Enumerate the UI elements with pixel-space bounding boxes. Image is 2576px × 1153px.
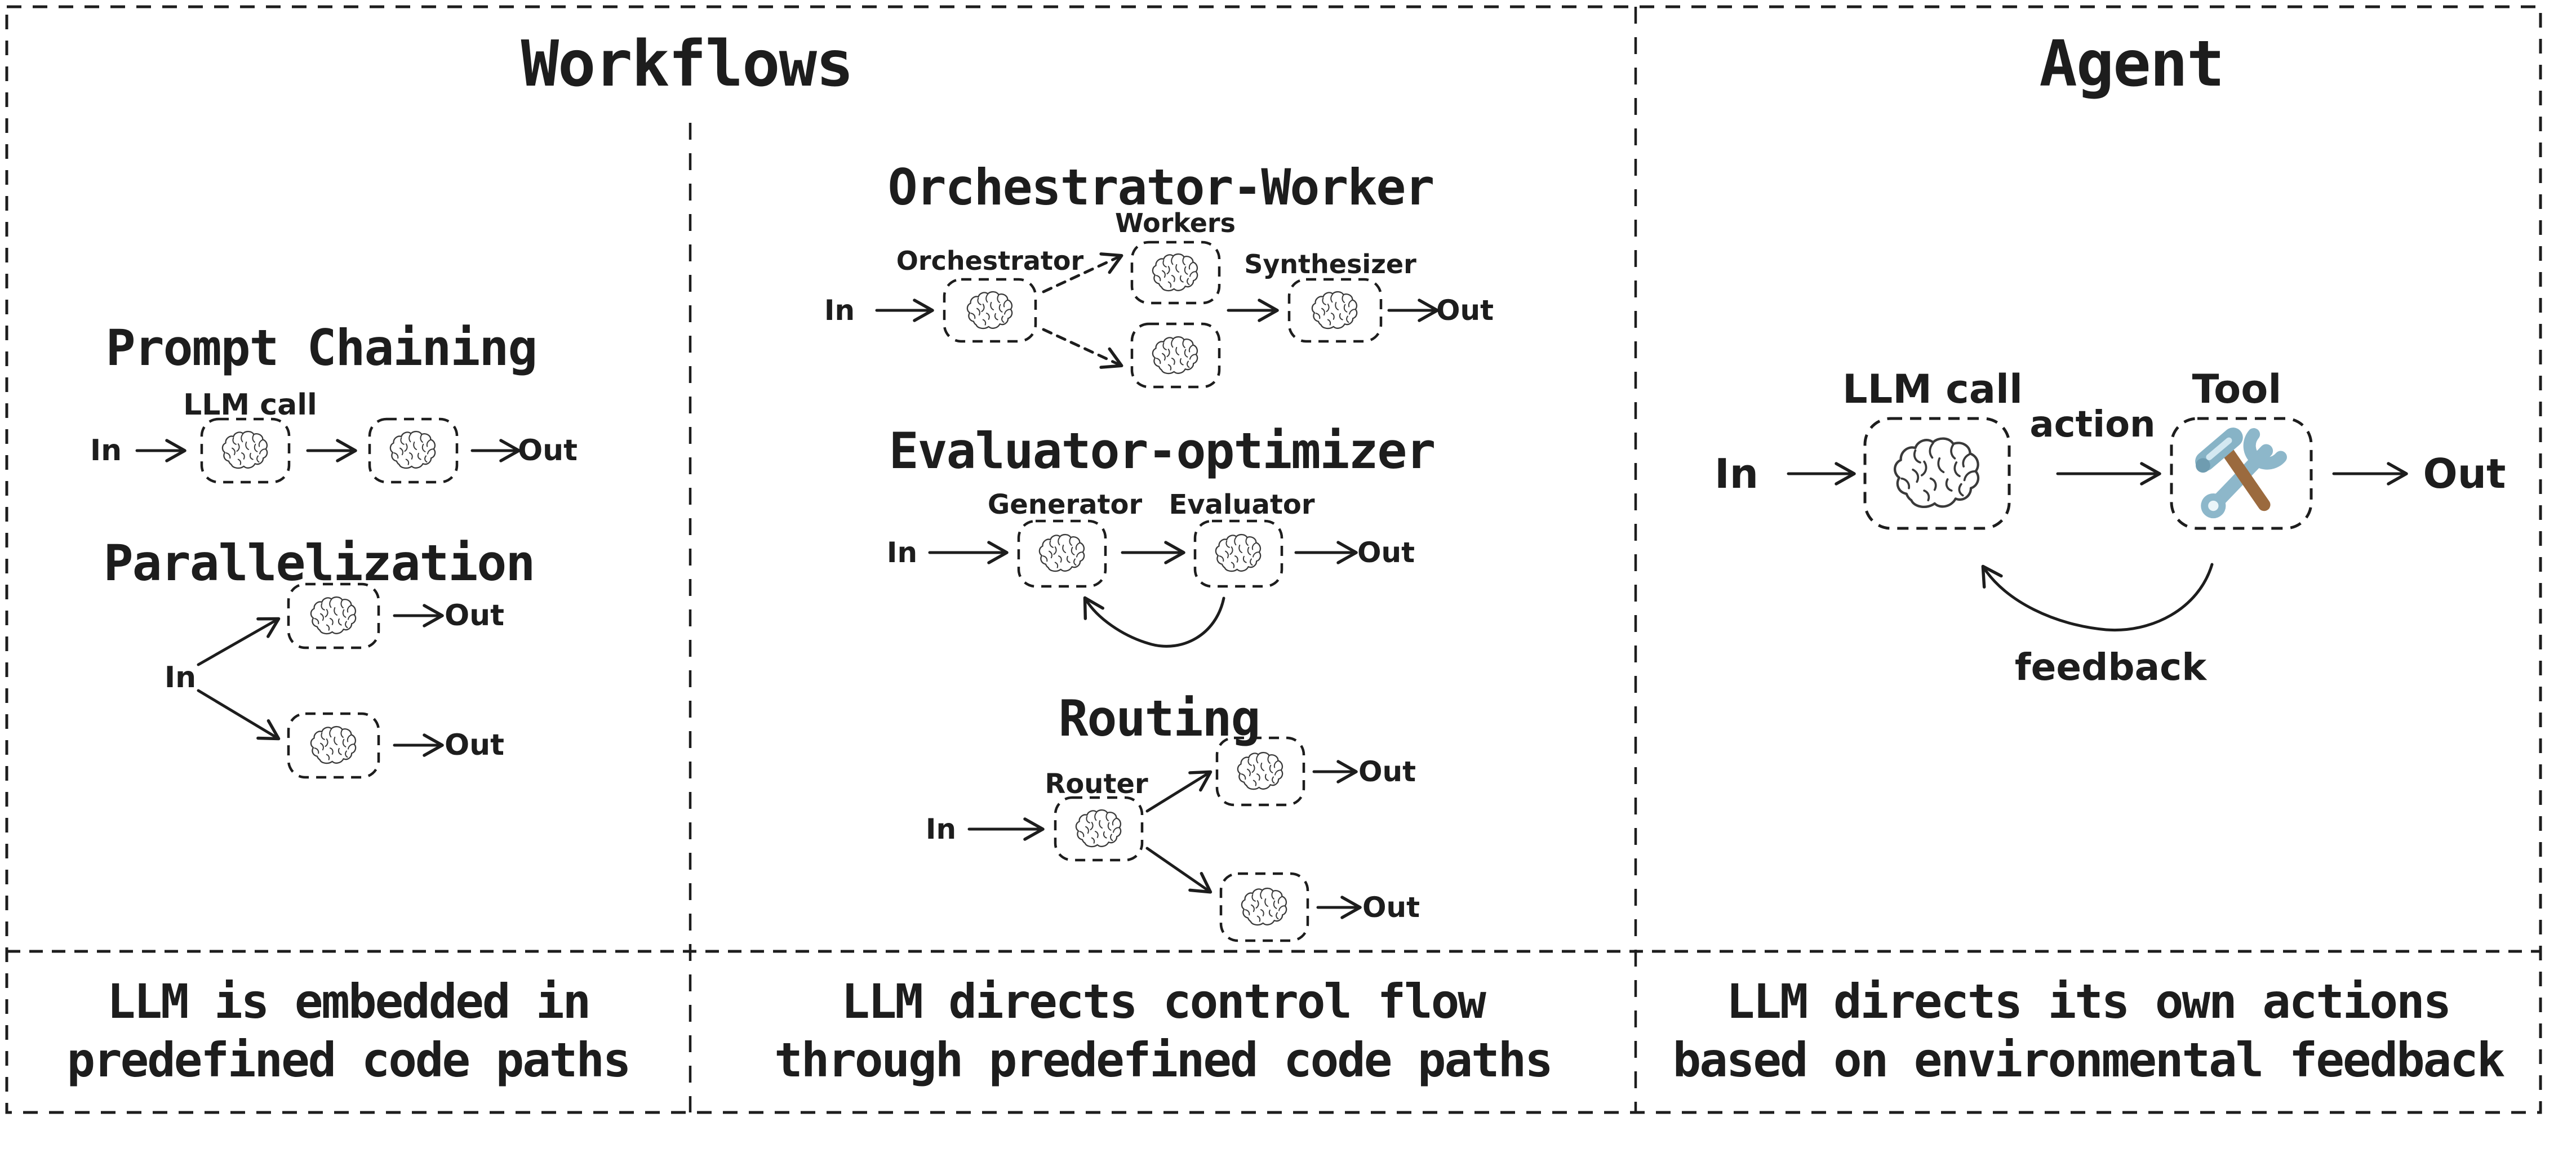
arrow-eo-feedback-loop [1083, 596, 1225, 648]
caption-line: LLM directs its own actions [1726, 974, 2451, 1029]
caption-line: predefined code paths [66, 1032, 631, 1088]
evaluator-optimizer-out-label: Out [1357, 536, 1415, 569]
routing-llm-box-top [1215, 736, 1305, 807]
evaluator-optimizer-in-label: In [886, 536, 918, 569]
evaluator-optimizer-title: Evaluator-optimizer [889, 422, 1436, 480]
brain-icon [1152, 253, 1198, 292]
orchestrator-worker-in-label: In [824, 294, 855, 327]
agent-panel-title: Agent [2039, 28, 2224, 101]
prompt-chaining-llm-box-1 [200, 417, 291, 484]
orchestrator-worker-title: Orchestrator-Worker [887, 158, 1435, 216]
arrow-par-split-bottom [197, 689, 281, 741]
router-box [1054, 796, 1144, 862]
workflows-panel-title: Workflows [521, 28, 854, 101]
orchestrator-label: Orchestrator [896, 246, 1084, 276]
arrow-ow-dispatch-bottom [1042, 328, 1123, 369]
agent-llm-call-label: LLM call [1842, 366, 2023, 412]
agent-llm-box [1863, 417, 2011, 530]
parallelization-llm-box-top [287, 582, 380, 649]
caption-line: based on environmental feedback [1672, 1032, 2506, 1088]
arrow-agent-feedback-loop [1981, 563, 2214, 632]
brain-icon [1895, 439, 1978, 507]
routing-out-top-label: Out [1358, 755, 1416, 788]
parallelization-in-label: In [164, 661, 197, 695]
arrow-rt-split-bottom [1145, 847, 1213, 894]
brain-icon [389, 430, 436, 469]
brain-icon [310, 725, 357, 764]
worker-box-bottom [1130, 322, 1221, 389]
caption-workflows-left: LLM is embedded in predefined code paths [66, 972, 631, 1089]
evaluator-label: Evaluator [1169, 489, 1315, 520]
prompt-chaining-llm-call-label: LLM call [183, 388, 317, 422]
brain-icon [1237, 751, 1283, 790]
parallelization-out-bottom-label: Out [444, 728, 505, 762]
agent-feedback-label: feedback [2014, 645, 2207, 689]
brain-icon [1241, 887, 1287, 926]
agent-out-label: Out [2423, 450, 2506, 497]
prompt-chaining-in-label: In [90, 434, 122, 468]
arrow-par-split-top [197, 617, 281, 666]
prompt-chaining-out-label: Out [517, 434, 578, 468]
parallelization-out-top-label: Out [444, 599, 505, 633]
orchestrator-box [943, 278, 1037, 343]
caption-workflows-right: LLM directs control flow through predefi… [774, 972, 1553, 1089]
agent-tool-label: Tool [2192, 366, 2282, 412]
brain-icon [1311, 291, 1358, 330]
brain-icon [221, 430, 268, 469]
generator-box [1017, 519, 1107, 588]
caption-line: LLM is embedded in [106, 974, 591, 1029]
agent-in-label: In [1714, 450, 1759, 497]
workers-label: Workers [1114, 208, 1236, 238]
evaluator-box [1193, 519, 1283, 588]
prompt-chaining-title: Prompt Chaining [105, 319, 538, 377]
routing-in-label: In [925, 813, 957, 845]
caption-line: through predefined code paths [774, 1032, 1553, 1088]
synthesizer-label: Synthesizer [1244, 249, 1416, 279]
brain-icon [1075, 809, 1122, 848]
routing-title: Routing [1058, 689, 1261, 747]
agent-action-label: action [2029, 404, 2156, 446]
routing-llm-box-bottom [1219, 872, 1309, 942]
generator-label: Generator [987, 489, 1143, 520]
arrow-rt-split-top [1145, 770, 1213, 813]
orchestrator-worker-out-label: Out [1436, 294, 1494, 327]
brain-icon [1215, 533, 1262, 572]
brain-icon [966, 291, 1013, 330]
outer-border [5, 5, 2542, 1114]
parallelization-llm-box-bottom [287, 712, 380, 779]
brain-icon [1152, 336, 1198, 375]
prompt-chaining-llm-box-2 [368, 417, 459, 484]
parallelization-title: Parallelization [103, 534, 536, 592]
caption-line: LLM directs control flow [841, 974, 1486, 1029]
agent-tool-box [2170, 417, 2313, 530]
hammer-and-wrench-icon [2196, 434, 2281, 518]
arrow-ow-dispatch-top [1042, 252, 1123, 293]
worker-box-top [1130, 241, 1221, 305]
router-label: Router [1045, 768, 1148, 800]
caption-agent: LLM directs its own actions based on env… [1672, 972, 2506, 1089]
brain-icon [1038, 533, 1085, 572]
brain-icon [310, 596, 357, 635]
routing-out-bottom-label: Out [1362, 891, 1420, 924]
